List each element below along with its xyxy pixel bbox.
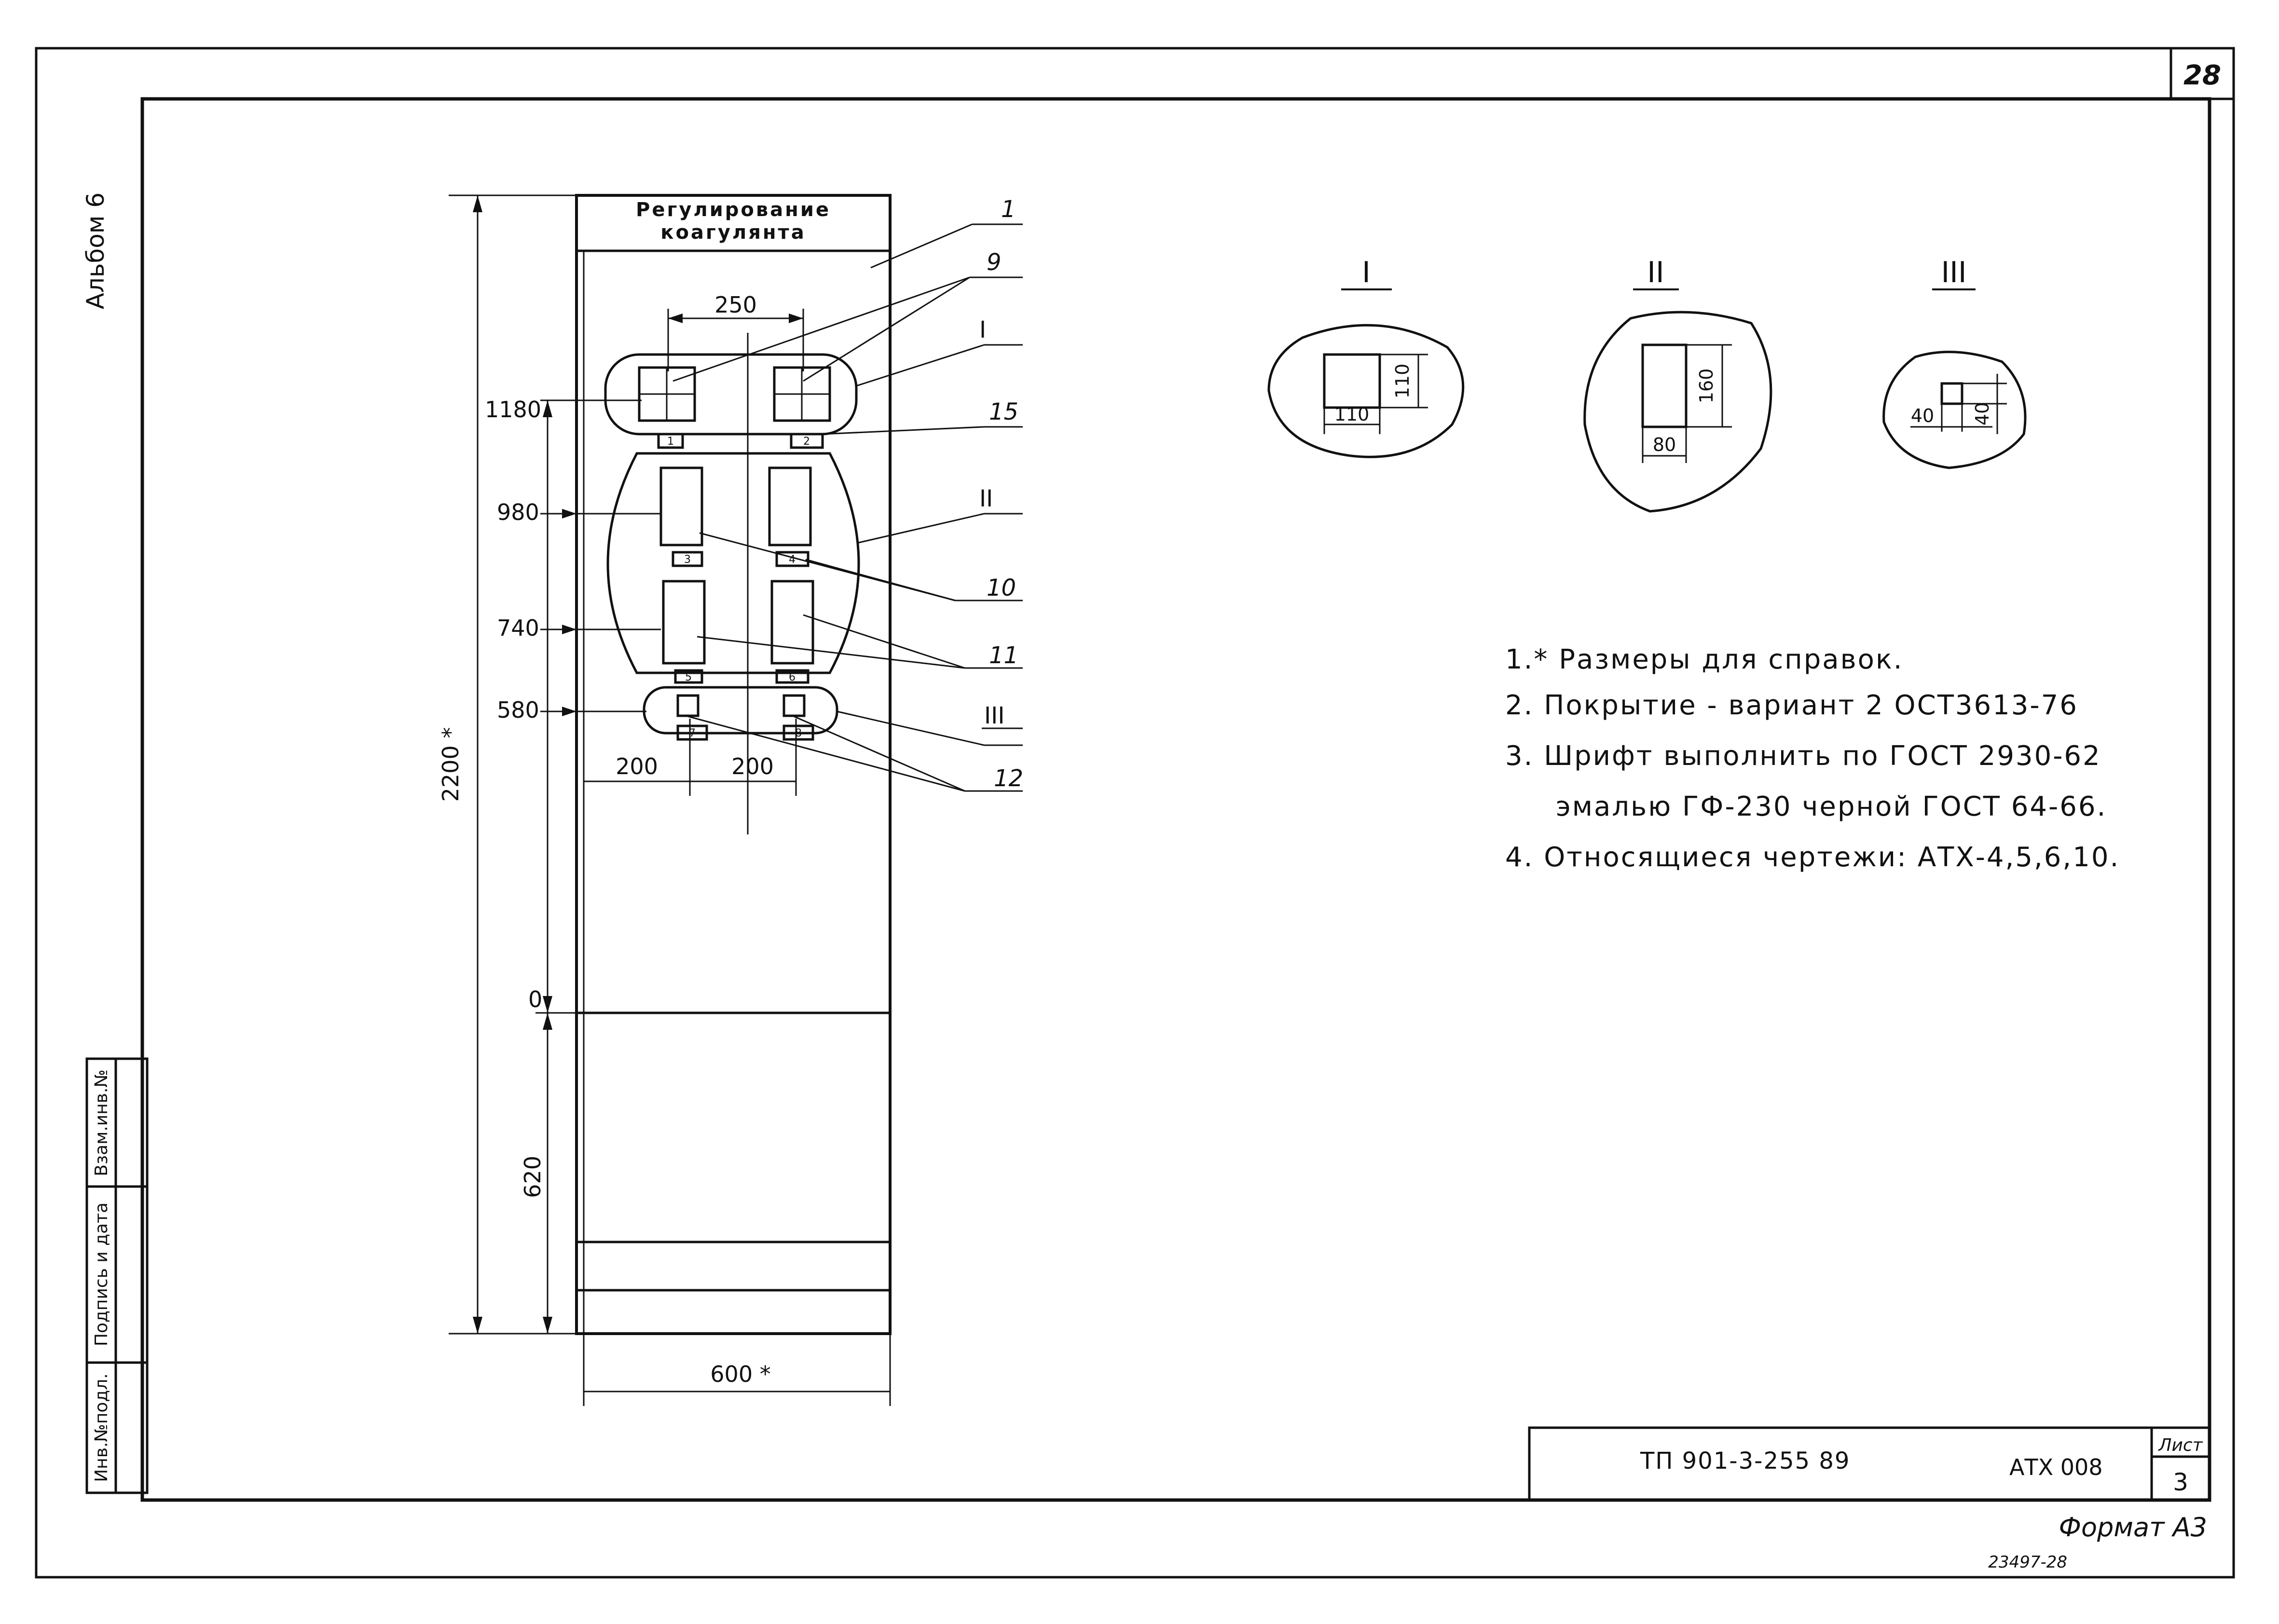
callout-12: 12 [994,765,1023,792]
title-block-sheet-value: 3 [2173,1468,2188,1496]
dim-250: 250 [714,292,757,318]
callout-I: I [979,316,986,343]
panel-title-line-2: коагулянта [660,221,806,244]
note-4: 4. Относящиеся чертежи: АТХ-4,5,6,10. [1505,842,2120,873]
device-label-3: 3 [684,554,691,566]
callout-1: 1 [1001,196,1016,223]
dim-600: 600 * [710,1361,770,1387]
detail-III-width: 40 [1911,405,1934,426]
detail-II-width: 80 [1653,434,1676,455]
device-label-7: 7 [689,727,696,739]
side-stamp [85,1057,149,1494]
side-stamp-field-2: Подпись и дата [92,1202,111,1346]
dim-250-lines [667,309,804,371]
side-stamp-field-3: Взам.инв.№ [92,1069,111,1176]
title-block-sheet-label: Лист [2157,1435,2203,1455]
note-3-continued: эмалью ГФ-230 черной ГОСТ 64-66. [1556,791,2107,822]
callout-11: 11 [989,642,1018,669]
dim-740: 740 [497,615,539,641]
device-label-6: 6 [789,671,796,683]
detail-II-height: 160 [1696,368,1717,404]
album-label: Альбом 6 [82,192,110,309]
callout-15: 15 [989,398,1018,425]
sheet-number: 28 [2183,60,2221,91]
archive-number: 23497-28 [1988,1553,2067,1572]
group-I [604,353,858,449]
dim-1180: 1180 [485,396,541,423]
dim-200-lines [584,719,797,796]
dim-chain-lines [449,194,661,1335]
detail-I [1267,288,1465,458]
detail-III-title: III [1941,256,1966,289]
outer-frame [35,47,2235,1579]
device-label-2: 2 [803,436,810,448]
title-block-project-code: ТП 901-3-255 89 [1640,1447,1850,1474]
dim-620: 620 [520,1156,546,1198]
format-label: Формат А3 [2059,1512,2207,1542]
dim-600-lines [583,1334,891,1406]
dim-580: 580 [497,697,539,723]
leader-lines [673,223,1023,792]
note-1: 1.* Размеры для справок. [1505,644,1904,675]
dim-arrowheads [473,195,803,1334]
panel-outline [575,194,892,1335]
detail-I-height: 110 [1392,364,1413,399]
inner-frame [140,97,2211,1502]
sheet-number-box [2169,47,2235,100]
callout-10: 10 [987,574,1016,601]
group-II [606,452,860,684]
dim-200-right: 200 [731,753,774,779]
detail-II-title: II [1647,256,1664,289]
dim-980: 980 [497,499,539,525]
callout-III: III [984,702,1004,729]
note-2: 2. Покрытие - вариант 2 ОСТ3613-76 [1505,690,2078,721]
device-label-1: 1 [667,436,674,448]
callout-II: II [979,485,993,512]
dim-2200: 2200 * [438,727,464,802]
dim-0: 0 [528,986,542,1012]
dim-200-left: 200 [616,753,658,779]
detail-I-title: I [1362,256,1371,289]
device-label-8: 8 [795,727,802,739]
side-stamp-field-1: Инв.№подл. [92,1373,111,1482]
title-block-drawing-code: АТХ 008 [2009,1454,2103,1480]
detail-III-height: 40 [1972,402,1993,425]
detail-III [1882,288,2027,469]
device-label-4: 4 [789,554,796,566]
note-3: 3. Шрифт выполнить по ГОСТ 2930-62 [1505,740,2101,772]
detail-I-width: 110 [1334,404,1370,425]
panel-title-line-1: Регулирование [636,199,831,221]
detail-II [1583,288,1772,513]
group-III [643,686,838,741]
title-block [1528,1426,2211,1501]
callout-9: 9 [987,249,1002,276]
device-label-5: 5 [685,671,692,683]
